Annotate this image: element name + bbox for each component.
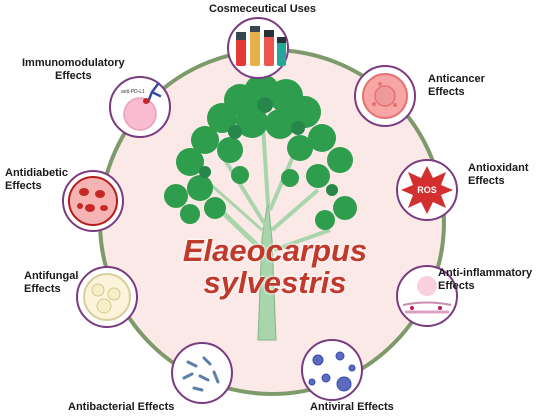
label-antifungal-line2: Effects xyxy=(24,283,61,295)
label-cosmeceutical: Cosmeceutical Uses xyxy=(209,3,316,15)
species-name-line2: sylvestris xyxy=(203,265,347,300)
label-antioxidant: Antioxidant Effects xyxy=(468,162,529,188)
tree-icon xyxy=(164,74,357,341)
label-anticancer-line1: Anticancer xyxy=(428,73,485,85)
cancer-cell-icon xyxy=(354,65,416,127)
label-antidiabetic-line1: Antidiabetic xyxy=(5,167,68,179)
label-anti-inflammatory: Anti-inflammatory Effects xyxy=(438,267,532,293)
label-immunomodulatory-line1: Immunomodulatory xyxy=(22,57,125,69)
label-antifungal-line1: Antifungal xyxy=(24,270,79,282)
label-immunomodulatory-line2: Effects xyxy=(54,70,92,82)
label-antidiabetic-line2: Effects xyxy=(5,180,42,192)
blood-cells-icon xyxy=(62,170,124,232)
label-anti-inflammatory-line1: Anti-inflammatory xyxy=(438,267,533,279)
fungi-petri-icon xyxy=(76,266,138,328)
label-antidiabetic: Antidiabetic Effects xyxy=(5,167,68,193)
label-anticancer: Anticancer Effects xyxy=(428,73,485,99)
pdl1-tag-text: anti-PD-L1 xyxy=(121,89,145,95)
virus-icon xyxy=(301,339,363,401)
label-antioxidant-line2: Effects xyxy=(468,175,505,187)
bacteria-icon xyxy=(171,342,233,404)
label-immunomodulatory: Immunomodulatory Effects xyxy=(22,57,125,83)
species-name-line1: Elaeocarpus xyxy=(182,233,368,268)
label-antifungal: Antifungal Effects xyxy=(24,270,78,296)
label-antibacterial: Antibacterial Effects xyxy=(68,401,175,413)
label-antiviral: Antiviral Effects xyxy=(310,401,394,413)
ros-badge-text: ROS xyxy=(417,185,437,195)
cosmetics-icon xyxy=(227,17,289,79)
inner-disc xyxy=(100,50,444,394)
label-antioxidant-line1: Antioxidant xyxy=(468,162,529,174)
label-anti-inflammatory-line2: Effects xyxy=(438,280,475,292)
ros-burst-icon xyxy=(396,159,458,221)
inflammation-icon xyxy=(396,265,458,327)
antibody-cell-icon xyxy=(109,76,171,138)
label-anticancer-line2: Effects xyxy=(428,86,465,98)
